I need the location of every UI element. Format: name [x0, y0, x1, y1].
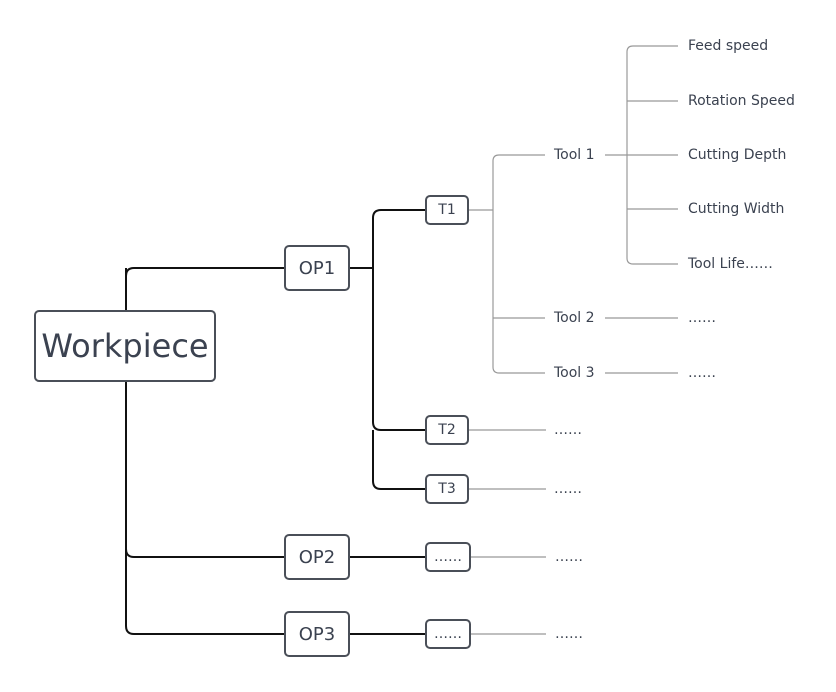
root-node-workpiece[interactable]: Workpiece	[34, 310, 216, 382]
label-t2-ellipsis[interactable]: ……	[554, 422, 582, 438]
label-tool-2[interactable]: Tool 2	[554, 310, 595, 326]
label-tool-2-ellipsis[interactable]: ……	[688, 310, 716, 326]
node-op1[interactable]: OP1	[284, 245, 350, 291]
connector-op1-t3	[372, 430, 425, 490]
connector-root-op2	[125, 382, 284, 558]
connector-root-op1	[125, 267, 284, 310]
connector-op1-t1	[350, 209, 425, 269]
label-t3-ellipsis[interactable]: ……	[554, 481, 582, 497]
label-rotation-speed[interactable]: Rotation Speed	[688, 93, 795, 109]
node-t1[interactable]: T1	[425, 195, 469, 225]
label-tool-3[interactable]: Tool 3	[554, 365, 595, 381]
connector-tool1-params	[605, 45, 678, 265]
label-cutting-depth[interactable]: Cutting Depth	[688, 147, 787, 163]
label-tool-3-ellipsis[interactable]: ……	[688, 365, 716, 381]
label-tool-1[interactable]: Tool 1	[554, 147, 595, 163]
node-t2[interactable]: T2	[425, 415, 469, 445]
connector-op1-t2	[372, 268, 425, 431]
node-op2-placeholder[interactable]: ……	[425, 542, 471, 572]
node-op3-placeholder[interactable]: ……	[425, 619, 471, 649]
label-feed-speed[interactable]: Feed speed	[688, 38, 769, 54]
label-op2-ellipsis[interactable]: ……	[555, 549, 583, 565]
node-t3[interactable]: T3	[425, 474, 469, 504]
connector-t1-tools	[469, 154, 545, 374]
connector-root-trunk	[125, 268, 284, 635]
node-op2[interactable]: OP2	[284, 534, 350, 580]
label-cutting-width[interactable]: Cutting Width	[688, 201, 785, 217]
label-tool-life[interactable]: Tool Life……	[688, 256, 773, 272]
label-op3-ellipsis[interactable]: ……	[555, 626, 583, 642]
node-op3[interactable]: OP3	[284, 611, 350, 657]
